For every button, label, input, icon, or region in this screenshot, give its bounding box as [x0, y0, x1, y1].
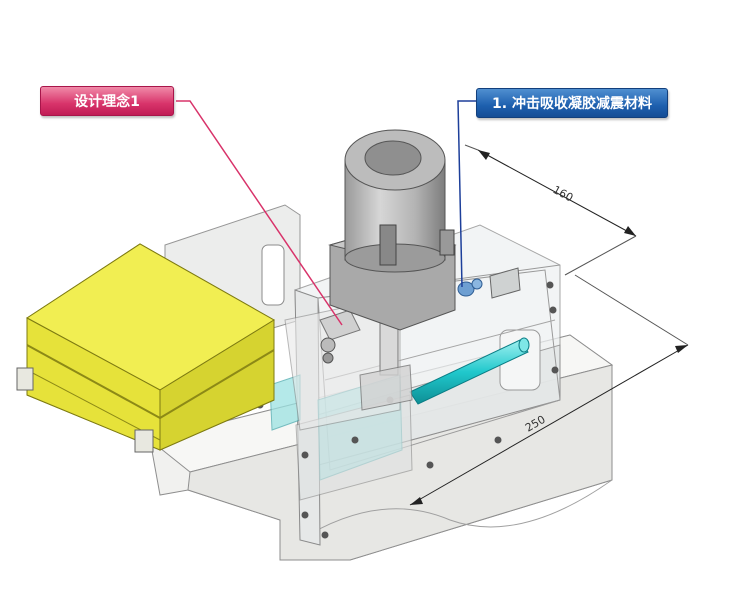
yellow-battery-box: [16, 243, 275, 453]
design-concept-label: 设计理念1: [74, 94, 140, 110]
motor-assembly: [328, 129, 457, 331]
material-callout: 1. 冲击吸收凝胶减震材料: [476, 88, 668, 118]
design-concept-callout: 设计理念1: [40, 86, 174, 116]
material-label: 1. 冲击吸收凝胶减震材料: [492, 96, 652, 112]
cyan-guide-rail: [409, 337, 530, 405]
leader-line-design: [176, 100, 343, 326]
gel-cushion: [457, 267, 521, 299]
leader-line-material: [457, 100, 476, 288]
internal-mechanism: [284, 299, 413, 431]
